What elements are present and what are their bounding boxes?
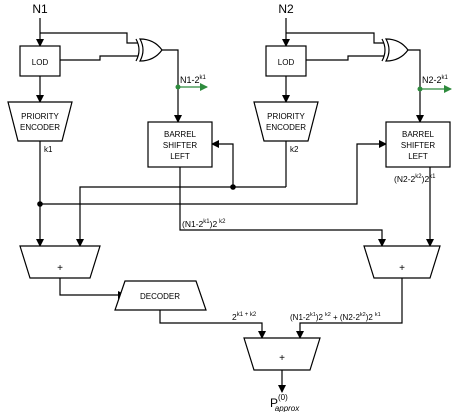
decoder-label: DECODER xyxy=(140,292,180,301)
barrel-shifter-label-2c: LEFT xyxy=(408,152,428,161)
signal-label-k1: k1 xyxy=(44,145,53,154)
adder-2 xyxy=(363,245,441,279)
adder-1 xyxy=(19,245,101,279)
adder-symbol-1: + xyxy=(57,263,63,274)
priority-encoder-2 xyxy=(253,101,319,142)
priority-encoder-label-2a: PRIORITY xyxy=(267,112,305,121)
barrel-shifter-label-2a: BARREL xyxy=(402,130,435,139)
xor-gate-1 xyxy=(135,38,163,62)
signal-label-n2-shifted: (N2-2k2)2k1 xyxy=(394,174,436,184)
lod-label-2: LOD xyxy=(278,58,295,67)
input-label-n2: N2 xyxy=(278,2,294,16)
input-label-n1: N1 xyxy=(32,2,48,16)
barrel-shifter-label-1a: BARREL xyxy=(164,130,197,139)
signal-label-n1-minus: N1-2k1 xyxy=(180,75,207,85)
priority-encoder-label-1b: ENCODER xyxy=(20,123,60,132)
junction-dot-k2 xyxy=(230,184,236,190)
barrel-shifter-label-1c: LEFT xyxy=(170,152,190,161)
barrel-shifter-label-1b: SHIFTER xyxy=(163,141,197,150)
lod-block-1 xyxy=(19,45,61,77)
final-adder-symbol: + xyxy=(279,353,285,364)
decoder-block xyxy=(114,280,207,311)
lod-block-2 xyxy=(265,45,307,77)
priority-encoder-1 xyxy=(7,101,73,142)
junction-dot-tap1 xyxy=(175,84,181,90)
wires xyxy=(36,18,452,393)
barrel-shifter-2 xyxy=(385,121,451,168)
output-label: P(0)approx xyxy=(270,393,300,412)
priority-encoder-label-2b: ENCODER xyxy=(266,123,306,132)
junction-dot-tap2 xyxy=(417,86,423,92)
adder-symbol-2: + xyxy=(399,263,405,274)
signal-label-n2-minus: N2-2k1 xyxy=(422,75,449,85)
xor-gate-2 xyxy=(381,38,409,62)
signal-label-decoder-output: 2k1 + k2 xyxy=(232,312,257,322)
signal-label-k2: k2 xyxy=(290,145,299,154)
priority-encoder-label-1a: PRIORITY xyxy=(21,112,59,121)
final-adder xyxy=(243,337,321,371)
barrel-shifter-label-2b: SHIFTER xyxy=(401,141,435,150)
junction-dot-k1 xyxy=(37,201,43,207)
barrel-shifter-1 xyxy=(147,121,213,168)
lod-label-1: LOD xyxy=(32,58,49,67)
